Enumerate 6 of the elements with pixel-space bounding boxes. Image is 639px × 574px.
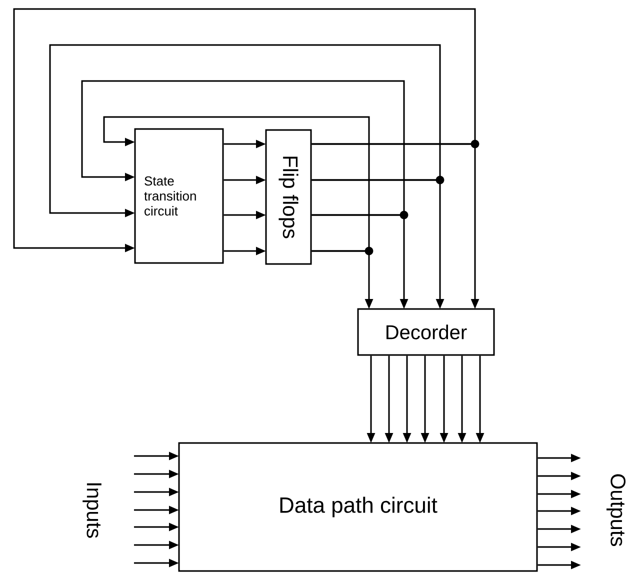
- axis-label: Outputs: [606, 474, 626, 546]
- axis-label: Inputs: [82, 483, 102, 538]
- circuit-box: State transition circuit: [134, 128, 224, 264]
- circuit-box: Data path circuit: [178, 442, 538, 572]
- decoder-box: Decorder: [357, 308, 495, 356]
- flip-flop-box: Flip flops: [265, 129, 312, 265]
